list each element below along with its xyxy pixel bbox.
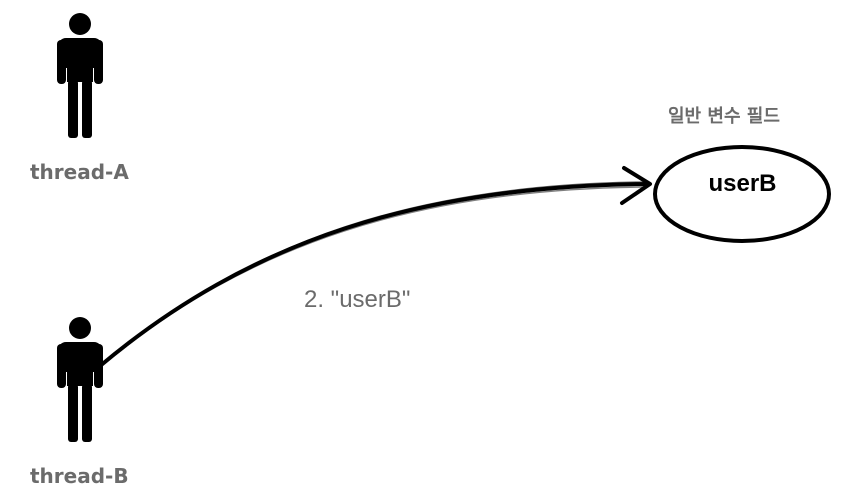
field-caption: 일반 변수 필드 xyxy=(668,106,780,127)
assignment-arrow xyxy=(98,166,652,369)
thread-b-label: thread-B xyxy=(30,464,129,488)
field-ellipse xyxy=(653,145,831,243)
thread-a-label: thread-A xyxy=(30,160,129,184)
field-value: userB xyxy=(708,170,777,197)
thread-a-person-icon xyxy=(57,13,103,138)
thread-b-person-icon xyxy=(57,317,103,442)
edge-label: 2. "userB" xyxy=(304,286,411,313)
